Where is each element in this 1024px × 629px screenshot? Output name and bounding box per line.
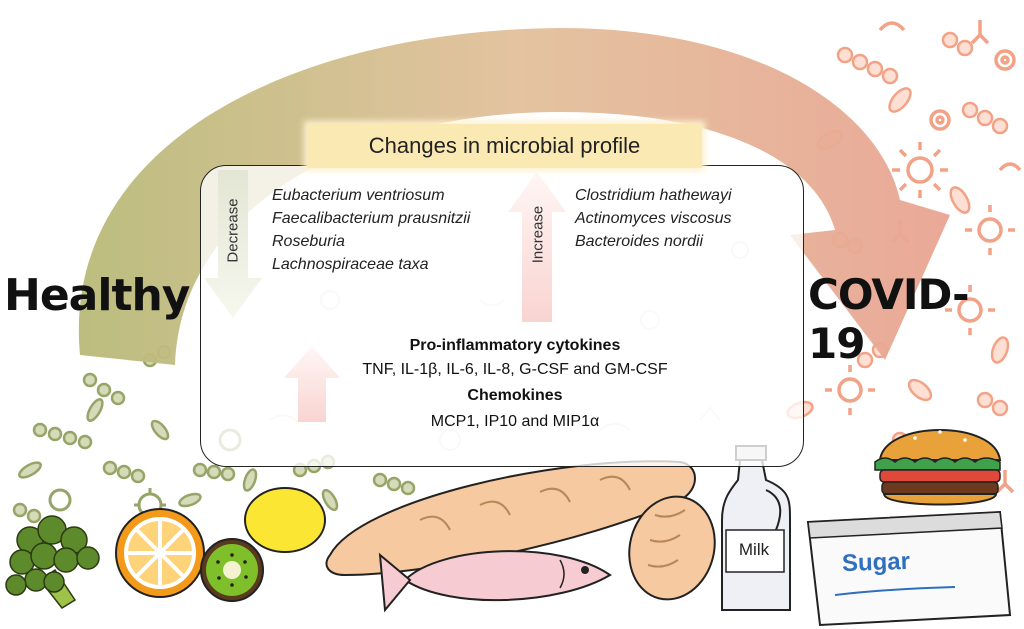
transition-arc-arrow xyxy=(78,28,950,365)
chemokines-list: MCP1, IP10 and MIP1α xyxy=(430,413,600,430)
sugar-packet-icon xyxy=(806,510,1012,627)
list-item: Clostridium hathewayi xyxy=(575,187,732,204)
orange-slice-icon xyxy=(115,508,205,598)
bread-loaf-icon xyxy=(628,495,716,601)
covid-label: COVID-19 xyxy=(808,270,970,368)
healthy-label: Healthy xyxy=(4,270,190,321)
fish-icon xyxy=(378,550,612,613)
burger-icon xyxy=(874,429,1002,506)
cytokines-heading: Pro-inflammatory cytokines xyxy=(409,337,621,354)
list-item: Roseburia xyxy=(272,233,345,250)
decrease-label: Decrease xyxy=(224,198,242,263)
decreased-taxa-list: Eubacterium ventriosum Faecalibacterium … xyxy=(272,184,470,276)
list-item: Actinomyces viscosus xyxy=(575,210,732,227)
list-item: Faecalibacterium prausnitzii xyxy=(272,210,471,227)
milk-bottle-icon xyxy=(721,445,791,611)
panel-title: Changes in microbial profile xyxy=(307,124,702,168)
chemokines-heading: Chemokines xyxy=(467,387,563,404)
milk-label: Milk xyxy=(738,540,770,559)
list-item: Lachnospiraceae taxa xyxy=(272,256,429,273)
broccoli-icon xyxy=(5,515,100,609)
list-item: Bacteroides nordii xyxy=(575,233,704,250)
sugar-label: Sugar xyxy=(841,547,911,578)
cytokines-list: TNF, IL-1β, IL-6, IL-8, G-CSF and GM-CSF xyxy=(362,361,668,378)
list-item: Eubacterium ventriosum xyxy=(272,187,445,204)
increase-label: Increase xyxy=(529,205,547,264)
microbial-profile-panel xyxy=(200,165,804,467)
increased-taxa-list: Clostridium hathewayi Actinomyces viscos… xyxy=(575,184,732,253)
kiwi-icon xyxy=(200,538,264,602)
lemon-icon xyxy=(244,487,326,553)
